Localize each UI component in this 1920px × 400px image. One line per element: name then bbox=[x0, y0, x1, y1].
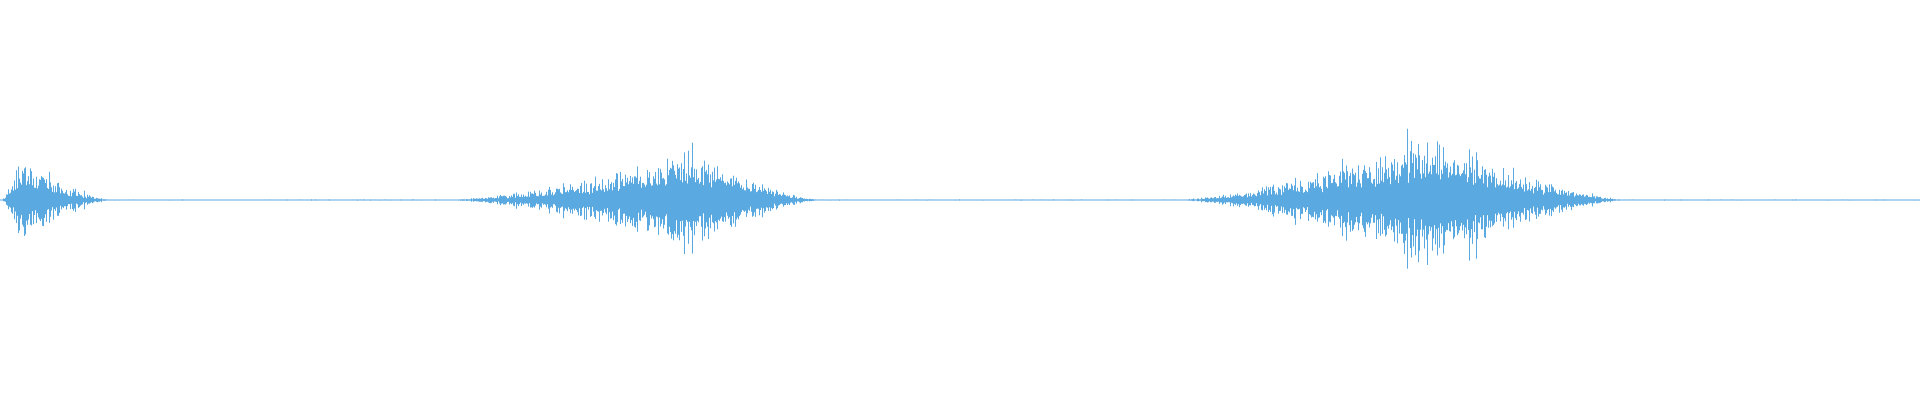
waveform-samples bbox=[1, 128, 1920, 269]
